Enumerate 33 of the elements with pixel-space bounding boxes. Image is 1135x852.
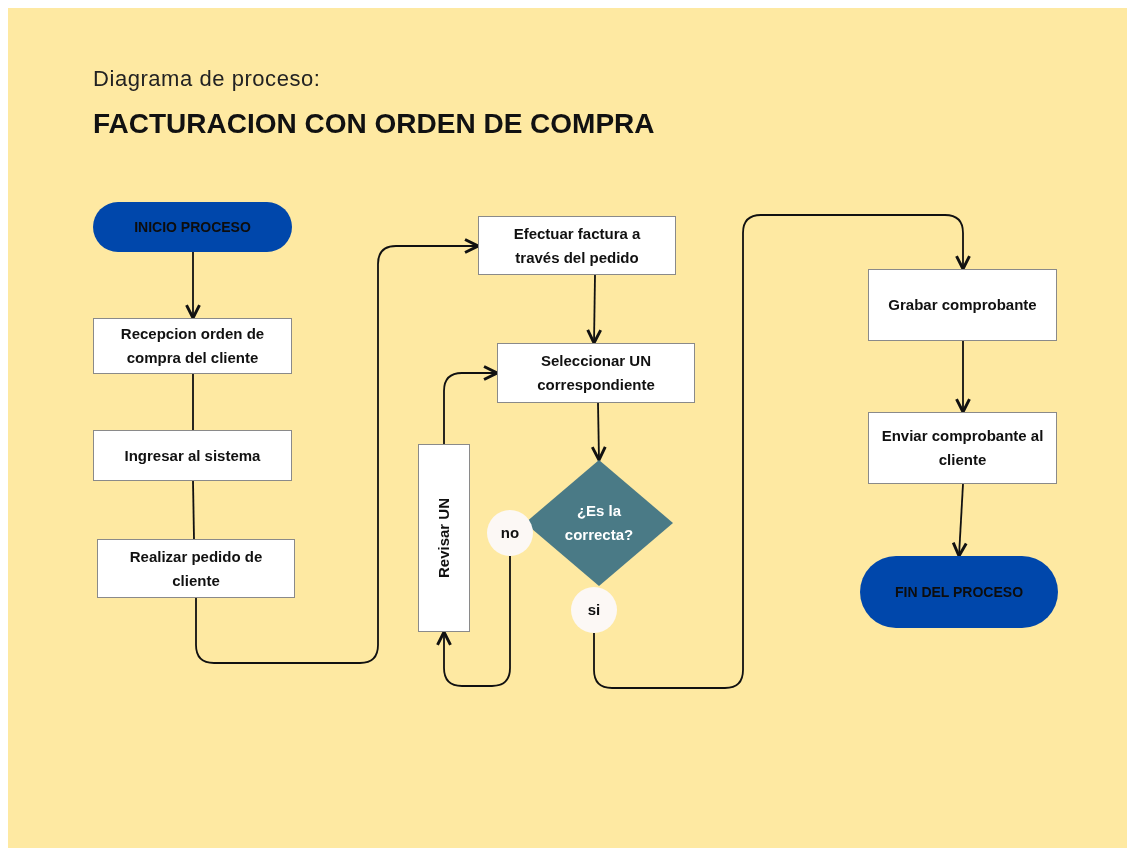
node-label: si <box>587 599 601 620</box>
node-label: ¿Es la correcta? <box>563 501 635 545</box>
subtitle: Diagrama de proceso: <box>93 65 321 93</box>
process-box <box>93 430 292 481</box>
process-box <box>868 269 1057 341</box>
node-label: no <box>500 522 520 543</box>
process-box <box>93 318 292 374</box>
connector-arrow <box>443 365 499 445</box>
connector-arrow <box>195 238 480 664</box>
node-label: INICIO PROCESO <box>134 217 251 237</box>
process-box <box>868 412 1057 484</box>
node-label: Ingresar al sistema <box>124 445 261 466</box>
connector-arrow <box>590 402 607 462</box>
connector-arrow <box>436 555 511 687</box>
start-terminal <box>93 202 292 252</box>
process-box <box>478 216 676 275</box>
connector-arrow <box>955 340 971 414</box>
node-label: Recepcion orden de compra del cliente <box>119 324 266 368</box>
connector-arrow <box>586 274 603 345</box>
node-label: Grabar comprobante <box>888 295 1037 315</box>
node-label: Efectuar factura a través del pedido <box>512 223 642 268</box>
connector-arrow <box>185 251 201 320</box>
connector-arrow <box>593 214 971 689</box>
process-box <box>418 444 470 632</box>
process-box <box>497 343 695 403</box>
node-label: FIN DEL PROCESO <box>894 582 1024 602</box>
connector-arrow <box>951 483 968 558</box>
process-box <box>97 539 295 598</box>
node-label: Enviar comprobante al cliente <box>881 426 1044 470</box>
title: FACTURACION CON ORDEN DE COMPRA <box>93 107 655 141</box>
node-label: Seleccionar UN correspondiente <box>536 351 656 395</box>
node-label: Realizar pedido de cliente <box>128 546 264 591</box>
node-label: Revisar UN <box>433 497 453 578</box>
